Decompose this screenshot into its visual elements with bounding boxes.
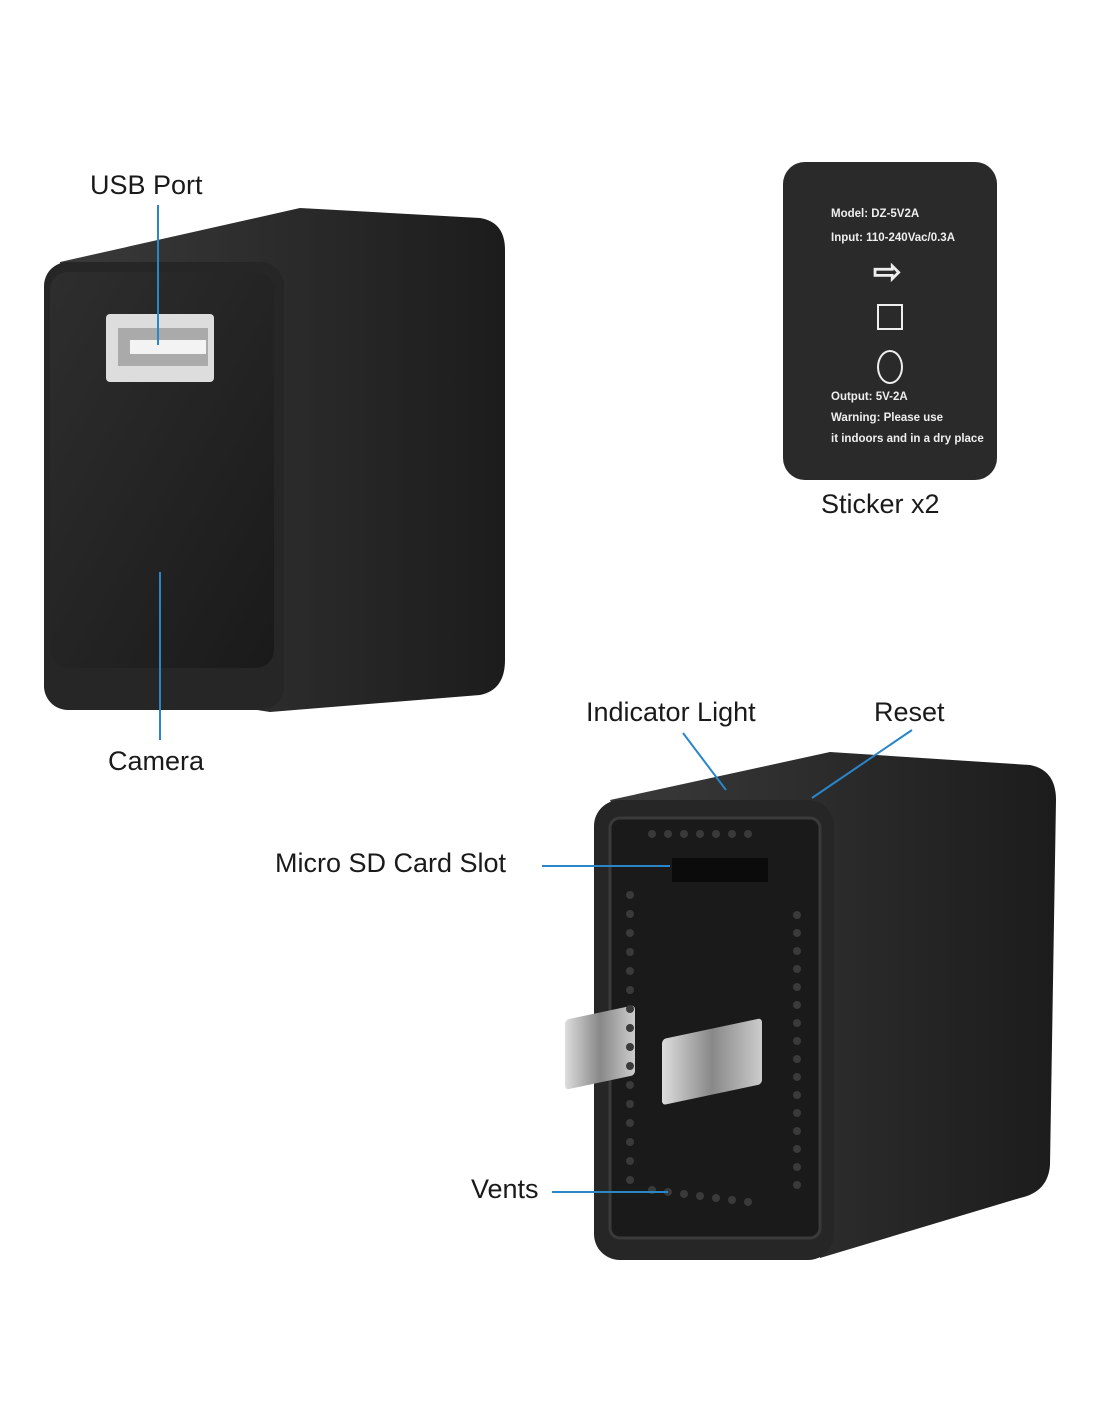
vent-dot: [626, 986, 634, 994]
vent-dot: [626, 1005, 634, 1013]
vent-dot: [626, 1138, 634, 1146]
vent-dot: [712, 1194, 720, 1202]
label-reset: Reset: [874, 697, 945, 727]
vent-dot: [626, 1119, 634, 1127]
vent-dot: [793, 1001, 801, 1009]
sticker-model: Model: DZ-5V2A: [831, 208, 920, 220]
vent-dot: [728, 830, 736, 838]
vent-dot: [696, 830, 704, 838]
vent-dot: [793, 911, 801, 919]
label-camera: Camera: [108, 746, 205, 776]
vent-dot: [793, 1163, 801, 1171]
label-sticker: Sticker x2: [821, 489, 940, 519]
vent-dot: [626, 1062, 634, 1070]
label-micro-sd: Micro SD Card Slot: [275, 848, 507, 878]
vent-dot: [793, 1127, 801, 1135]
certification-icon: [877, 350, 903, 384]
sticker-warning-1: Warning: Please use: [831, 412, 944, 424]
vent-dot: [793, 983, 801, 991]
vent-dot: [626, 929, 634, 937]
vent-dot: [744, 1198, 752, 1206]
vent-dot: [626, 891, 634, 899]
vent-dot: [793, 1019, 801, 1027]
vent-dot: [626, 1100, 634, 1108]
vent-dot: [680, 1190, 688, 1198]
vent-dot: [626, 967, 634, 975]
label-indicator-light: Indicator Light: [586, 697, 756, 727]
sticker-output: Output: 5V-2A: [831, 391, 908, 403]
vent-dot: [626, 1043, 634, 1051]
vent-dot: [793, 1181, 801, 1189]
vent-dot: [626, 1081, 634, 1089]
charger-back-view: [565, 752, 1056, 1260]
sd-slot: [672, 858, 768, 882]
vent-dot: [626, 910, 634, 918]
vent-dot: [680, 830, 688, 838]
vent-dot: [793, 1055, 801, 1063]
double-insulation-icon: [877, 304, 903, 330]
vent-dot: [626, 1176, 634, 1184]
vent-dot: [793, 1091, 801, 1099]
vent-dot: [744, 830, 752, 838]
sticker-warning-2: it indoors and in a dry place: [831, 433, 984, 445]
vent-dot: [648, 830, 656, 838]
label-usb-port: USB Port: [90, 170, 203, 200]
vent-dot: [696, 1192, 704, 1200]
sticker-image: Model: DZ-5V2A Input: 110-240Vac/0.3A ⇨ …: [783, 162, 997, 480]
vent-dot: [793, 1109, 801, 1117]
vent-dot: [793, 1145, 801, 1153]
sticker-input: Input: 110-240Vac/0.3A: [831, 232, 956, 244]
vent-dot: [793, 1073, 801, 1081]
vent-dot: [793, 1037, 801, 1045]
arrow-icon: ⇨: [873, 253, 902, 291]
callout-lines: [157, 205, 913, 1193]
vent-dot: [664, 830, 672, 838]
vent-dot: [626, 1157, 634, 1165]
vent-dot: [712, 830, 720, 838]
vent-dot: [793, 947, 801, 955]
vent-dot: [626, 948, 634, 956]
vent-dot: [626, 1024, 634, 1032]
vent-dot: [728, 1196, 736, 1204]
charger-front-view: [44, 208, 505, 712]
vent-dot: [793, 929, 801, 937]
vent-dot: [793, 965, 801, 973]
label-vents: Vents: [471, 1174, 539, 1204]
